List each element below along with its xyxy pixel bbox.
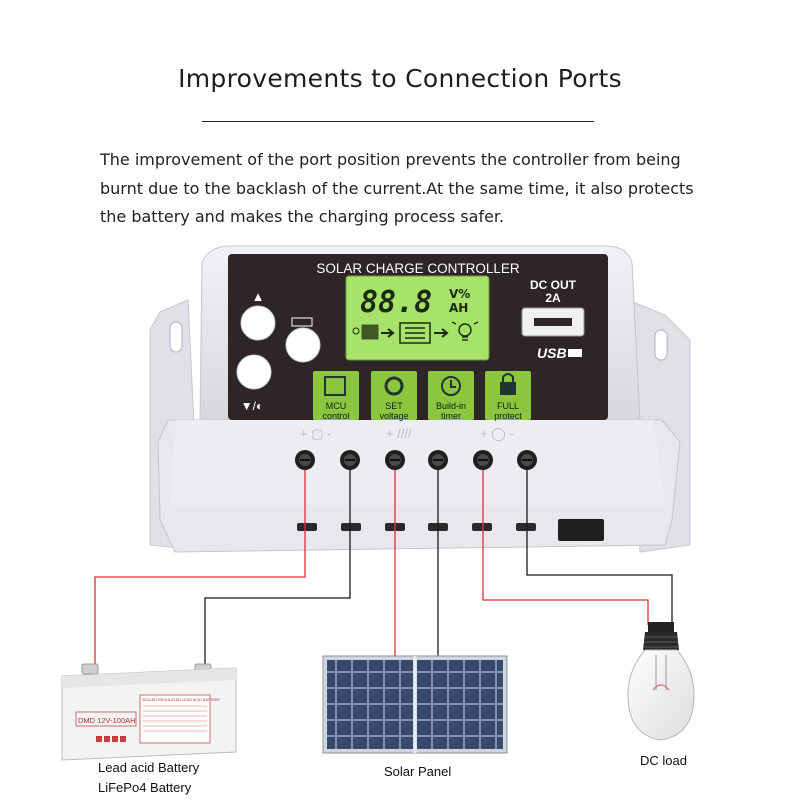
battery-caption-lead-acid: Lead acid Battery bbox=[98, 760, 200, 775]
feature-badges: MCU control SET voltage Build-in timer F… bbox=[313, 371, 531, 421]
svg-text:SET: SET bbox=[385, 401, 403, 411]
lcd-units-bottom: AH bbox=[449, 301, 468, 315]
terminal-screw bbox=[473, 450, 493, 470]
wire-battery-positive bbox=[94, 470, 306, 668]
svg-text:FULL: FULL bbox=[497, 401, 519, 411]
dc-load-caption: DC load bbox=[640, 753, 687, 768]
mode-button[interactable] bbox=[285, 327, 321, 363]
lcd-reading: 88.8 bbox=[360, 285, 432, 320]
battery-header-label: SEALED REGULATED LEAD ACID BATTERY bbox=[142, 698, 221, 702]
terminal-screw bbox=[428, 450, 448, 470]
lock-icon bbox=[500, 382, 516, 395]
wiring bbox=[94, 470, 673, 668]
usb-plug-icon bbox=[568, 349, 582, 357]
chip-icon bbox=[324, 376, 346, 396]
feature-set-voltage: SET voltage bbox=[371, 371, 417, 421]
clock-icon bbox=[441, 376, 461, 396]
solar-panel-caption: Solar Panel bbox=[384, 764, 452, 779]
terminal-symbols: + ▢ - + //// + ◯ - bbox=[300, 426, 514, 442]
panel-title: SOLAR CHARGE CONTROLLER bbox=[316, 261, 520, 276]
arrow-icon bbox=[381, 328, 395, 338]
usb-output: DC OUT 2A USB bbox=[521, 278, 585, 361]
gear-icon bbox=[384, 376, 404, 396]
lcd-units-top: V% bbox=[449, 287, 470, 301]
wire-load-negative bbox=[526, 470, 673, 625]
lcd-display: 88.8 V% AH bbox=[345, 275, 490, 361]
bulb-icon bbox=[451, 321, 479, 341]
up-arrow-icon: ▲ bbox=[252, 289, 265, 304]
control-buttons: ▲ ▼/◐ bbox=[236, 289, 321, 413]
usb-label: USB bbox=[537, 345, 567, 361]
svg-text:+ ◯ -: + ◯ - bbox=[480, 426, 514, 442]
arrow-icon bbox=[434, 328, 449, 338]
page-title: Improvements to Connection Ports bbox=[178, 64, 622, 93]
solar-panel-illustration bbox=[322, 655, 508, 754]
wire-load-positive bbox=[482, 470, 649, 625]
bulb-illustration bbox=[627, 622, 695, 741]
battery-illustration: DMD 12V-100AH SEALED REGULATED LEAD ACID… bbox=[61, 663, 237, 761]
down-button[interactable] bbox=[236, 354, 272, 390]
svg-text:voltage: voltage bbox=[379, 411, 408, 421]
svg-text:timer: timer bbox=[441, 411, 461, 421]
battery-icon bbox=[399, 322, 431, 344]
title-divider bbox=[202, 121, 594, 122]
terminal-screw bbox=[517, 450, 537, 470]
svg-text:control: control bbox=[322, 411, 349, 421]
feature-full-protect: FULL protect bbox=[485, 371, 531, 421]
up-button[interactable] bbox=[240, 305, 276, 341]
svg-text:+ ▢ -: + ▢ - bbox=[300, 426, 331, 441]
svg-text:Build-in: Build-in bbox=[436, 401, 466, 411]
dc-out-label: DC OUT bbox=[530, 278, 577, 292]
terminal-screw bbox=[385, 450, 405, 470]
usb-slot bbox=[558, 519, 604, 541]
battery-caption-lifepo4: LiFePo4 Battery bbox=[98, 780, 192, 795]
wire-battery-negative bbox=[204, 470, 351, 665]
battery-model-label: DMD 12V-100AH bbox=[78, 716, 136, 725]
sun-panel-icon bbox=[352, 324, 379, 340]
description-text: The improvement of the port position pre… bbox=[100, 150, 694, 226]
terminal-screw bbox=[295, 450, 315, 470]
terminal-screws bbox=[295, 450, 537, 470]
feature-build-in-timer: Build-in timer bbox=[428, 371, 474, 421]
svg-text:MCU: MCU bbox=[326, 401, 347, 411]
terminal-screw bbox=[340, 450, 360, 470]
down-light-icon: ▼/◐ bbox=[241, 399, 263, 413]
mode-icon bbox=[291, 317, 313, 327]
svg-text:+ ////: + //// bbox=[386, 426, 412, 441]
svg-text:protect: protect bbox=[494, 411, 522, 421]
dc-out-rating: 2A bbox=[545, 291, 561, 305]
feature-mcu-control: MCU control bbox=[313, 371, 359, 421]
